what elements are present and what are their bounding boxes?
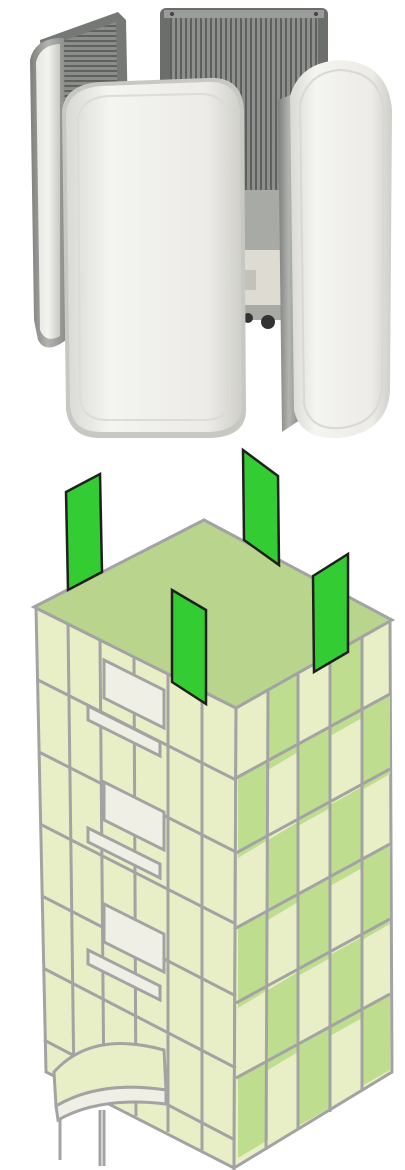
rooftop-antenna-1 <box>66 474 102 590</box>
left-radome <box>30 38 66 348</box>
rooftop-antenna-3 <box>313 554 348 672</box>
right-radome <box>290 60 392 438</box>
antenna-unit-photo <box>30 8 392 438</box>
front-radome <box>62 78 246 438</box>
